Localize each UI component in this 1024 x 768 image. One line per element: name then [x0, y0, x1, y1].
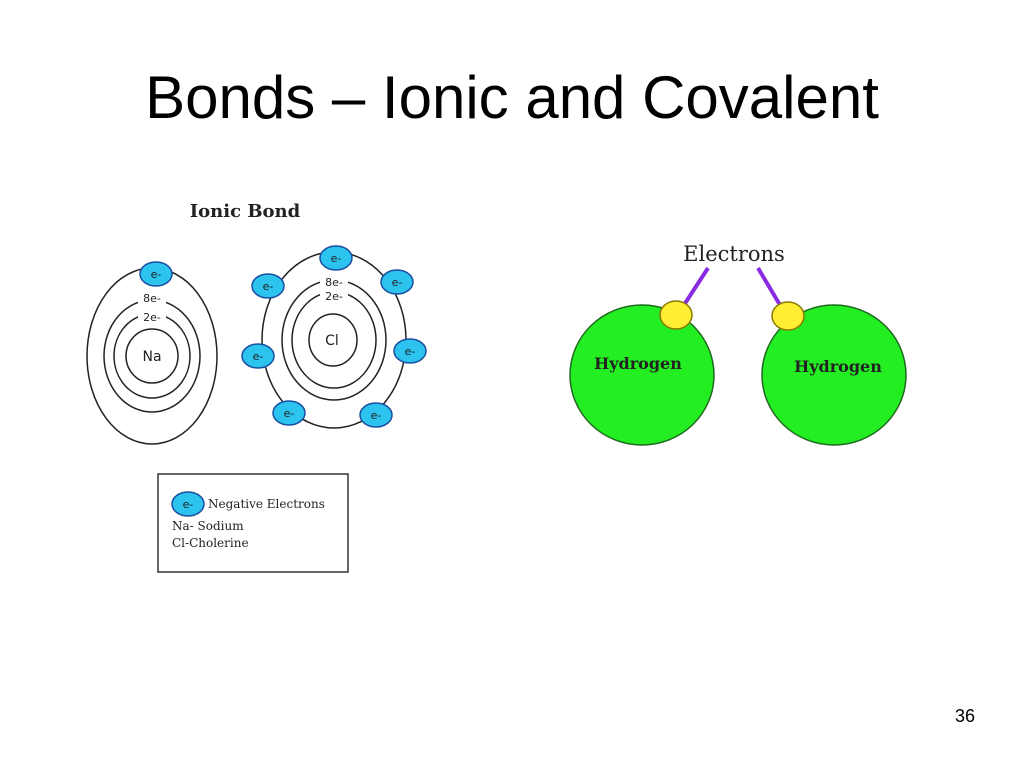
electron: e- — [380, 269, 414, 295]
hydrogen-atom-right: Hydrogen — [761, 304, 907, 446]
chlorine-shell-label-2e: 2e- — [325, 290, 343, 303]
svg-text:e-: e- — [253, 350, 264, 363]
electron: e- — [139, 261, 173, 287]
electron: e- — [393, 338, 427, 364]
sodium-shell-label-8e: 8e- — [143, 292, 161, 305]
ionic-bond-heading: Ionic Bond — [190, 201, 301, 222]
electron: e- — [241, 343, 275, 369]
chlorine-symbol: Cl — [325, 333, 339, 349]
hydrogen-label-right: Hydrogen — [794, 357, 882, 376]
legend-sodium: Na- Sodium — [172, 519, 244, 533]
legend-electron-icon: e- — [171, 491, 205, 517]
svg-text:e-: e- — [405, 345, 416, 358]
sodium-label-bg-8e — [138, 292, 166, 304]
svg-text:e-: e- — [371, 409, 382, 422]
page-number: 36 — [954, 706, 975, 726]
svg-text:e-: e- — [392, 276, 403, 289]
chlorine-label-bg-2e — [320, 290, 348, 302]
sodium-nucleus — [125, 328, 179, 384]
shared-electron-left — [659, 300, 693, 330]
electron: e- — [251, 273, 285, 299]
electron: e- — [359, 402, 393, 428]
bond-line-left — [682, 266, 710, 307]
sodium-atom: 2e- 8e- Na e- — [86, 261, 218, 445]
bond-line-right — [756, 266, 782, 307]
chlorine-shell-label-8e: 8e- — [325, 276, 343, 289]
ionic-legend: e- Negative Electrons Na- Sodium Cl-Chol… — [157, 473, 349, 573]
electrons-label: Electrons — [683, 242, 785, 266]
legend-box — [157, 473, 349, 573]
sodium-symbol: Na — [142, 349, 161, 365]
sodium-label-bg-2e — [138, 311, 166, 323]
shared-electron-right — [771, 301, 805, 331]
sodium-shell-label-2e: 2e- — [143, 311, 161, 324]
svg-text:e-: e- — [183, 498, 194, 511]
slide-title: Bonds – Ionic and Covalent — [145, 64, 879, 131]
legend-negative-electrons: Negative Electrons — [208, 497, 325, 511]
svg-text:e-: e- — [331, 252, 342, 265]
svg-text:e-: e- — [263, 280, 274, 293]
svg-text:e-: e- — [151, 268, 162, 281]
chlorine-label-bg-8e — [320, 276, 348, 288]
chlorine-nucleus — [308, 313, 358, 367]
legend-chlorine: Cl-Cholerine — [172, 536, 249, 550]
chlorine-atom: 2e- 8e- Cl e- e- e- e- e- e- e — [241, 245, 427, 429]
hydrogen-label-left: Hydrogen — [594, 354, 682, 373]
hydrogen-atom-left: Hydrogen — [569, 304, 715, 446]
electron: e- — [272, 400, 306, 426]
electron: e- — [319, 245, 353, 271]
svg-text:e-: e- — [284, 407, 295, 420]
